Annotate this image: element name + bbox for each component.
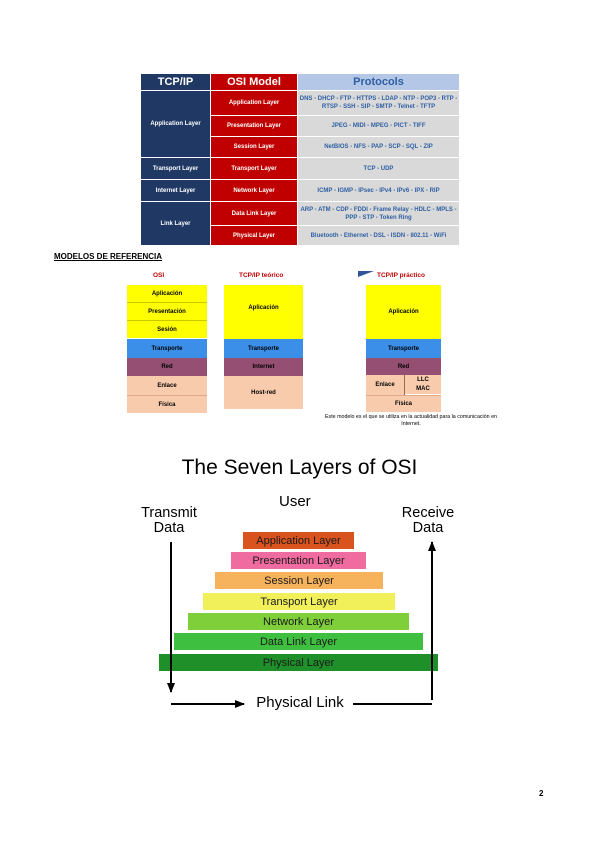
header-osi-model: OSI Model [210,73,298,91]
osi-red: Red [127,358,207,376]
protocols-session: NetBIOS - NFS - PAP - SCP - SQL - ZIP [297,136,460,158]
teorico-host-red: Host-red [224,376,303,409]
seven-layers-title: The Seven Layers of OSI [181,456,418,479]
pyramid-physical-layer: Physical Layer [159,654,438,671]
tcp-internet-layer: Internet Layer [140,179,211,202]
osi-model-title: OSI [153,272,165,279]
osi-tcpip-protocols-table: TCP/IP OSI Model Protocols Application L… [140,73,460,246]
practico-red: Red [366,358,441,375]
osi-sesion: Sesión [127,321,207,338]
protocols-presentation: JPEG - MIDI - MPEG - PICT - TIFF [297,115,460,137]
practico-transporte: Transporte [366,339,441,358]
osi-model-stack: Aplicación Presentación Sesión Transport… [127,285,207,413]
practico-aplicacion: Aplicación [366,285,441,339]
osi-enlace: Enlace [127,376,207,396]
pyramid-session-layer: Session Layer [215,572,383,589]
receive-label-line1: Receive [401,505,455,521]
osi-transporte: Transporte [127,339,207,358]
tcp-teorico-stack: Aplicación Transporte Internet Host-red [224,285,303,409]
protocols-application: DNS - DHCP - FTP - HTTPS - LDAP - NTP - … [297,90,460,116]
osi-physical-layer: Physical Layer [210,225,298,246]
tcp-practico-stack: Aplicación Transporte Red Enlace LLC MAC… [366,285,441,412]
protocols-transport: TCP - UDP [297,157,460,180]
pyramid-application-layer: Application Layer [243,532,354,549]
osi-data-link-layer: Data Link Layer [210,201,298,226]
page-number: 2 [539,789,544,798]
protocols-physical: Bluetooth - Ethernet - DSL - ISDN - 802.… [297,225,460,246]
tcp-practico-title: TCP/IP práctico [377,272,425,279]
practico-note: Este modelo es el que se utiliza en la a… [325,414,497,427]
osi-transport-layer: Transport Layer [210,157,298,180]
physical-link-label: Physical Link [256,694,344,711]
practico-mac: MAC [405,384,441,394]
osi-presentacion: Presentación [127,303,207,321]
practico-enlace: Enlace [366,375,405,395]
transmit-label-line1: Transmit [141,505,197,521]
pyramid-presentation-layer: Presentation Layer [231,552,366,569]
section-heading: MODELOS DE REFERENCIA [54,252,163,261]
receive-data-label: Receive Data [388,506,468,536]
osi-aplicacion: Aplicación [127,285,207,303]
pyramid-transport-layer: Transport Layer [203,593,395,610]
tcp-teorico-title: TCP/IP teórico [239,272,284,279]
tcp-transport-layer: Transport Layer [140,157,211,180]
protocols-data-link: ARP - ATM - CDP - FDDI - Frame Relay - H… [297,201,460,226]
user-label: User [279,493,311,510]
tcp-application-layer: Application Layer [140,90,211,158]
pyramid-data-link-layer: Data Link Layer [174,633,423,650]
receive-label-line2: Data [412,520,444,536]
teorico-transporte: Transporte [224,339,303,358]
protocols-network: ICMP - IGMP - IPsec - IPv4 - IPv6 - IPX … [297,179,460,202]
osi-application-layer: Application Layer [210,90,298,116]
teorico-aplicacion: Aplicación [224,285,303,339]
practico-fisica: Física [366,395,441,412]
header-tcpip: TCP/IP [140,73,211,91]
tcp-link-layer: Link Layer [140,201,211,246]
osi-network-layer: Network Layer [210,179,298,202]
transmit-label-line2: Data [153,520,185,536]
corner-triangle-icon [358,271,374,277]
practico-llc: LLC [405,375,441,385]
osi-fisica: Física [127,396,207,413]
pyramid-network-layer: Network Layer [188,613,409,630]
teorico-internet: Internet [224,358,303,376]
transmit-data-label: Transmit Data [126,506,212,536]
